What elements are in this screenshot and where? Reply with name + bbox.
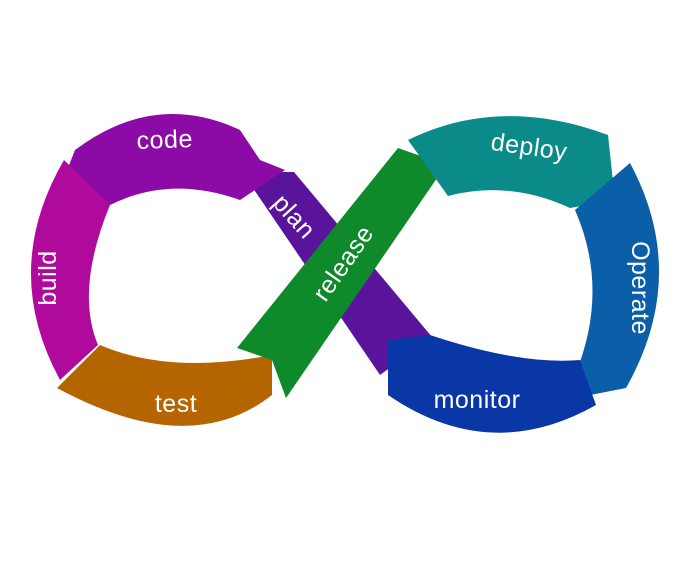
monitor-label: monitor [434, 386, 521, 414]
release-segment [237, 148, 446, 398]
build-label: build [34, 250, 62, 305]
code-label: code [136, 125, 193, 155]
build-segment [30, 160, 110, 380]
test-label: test [155, 390, 197, 418]
monitor-segment [388, 335, 596, 433]
test-segment [57, 345, 272, 426]
operate-label: Operate [626, 241, 654, 335]
operate-segment [575, 163, 660, 398]
code-segment [64, 114, 285, 205]
deploy-segment [408, 116, 615, 208]
